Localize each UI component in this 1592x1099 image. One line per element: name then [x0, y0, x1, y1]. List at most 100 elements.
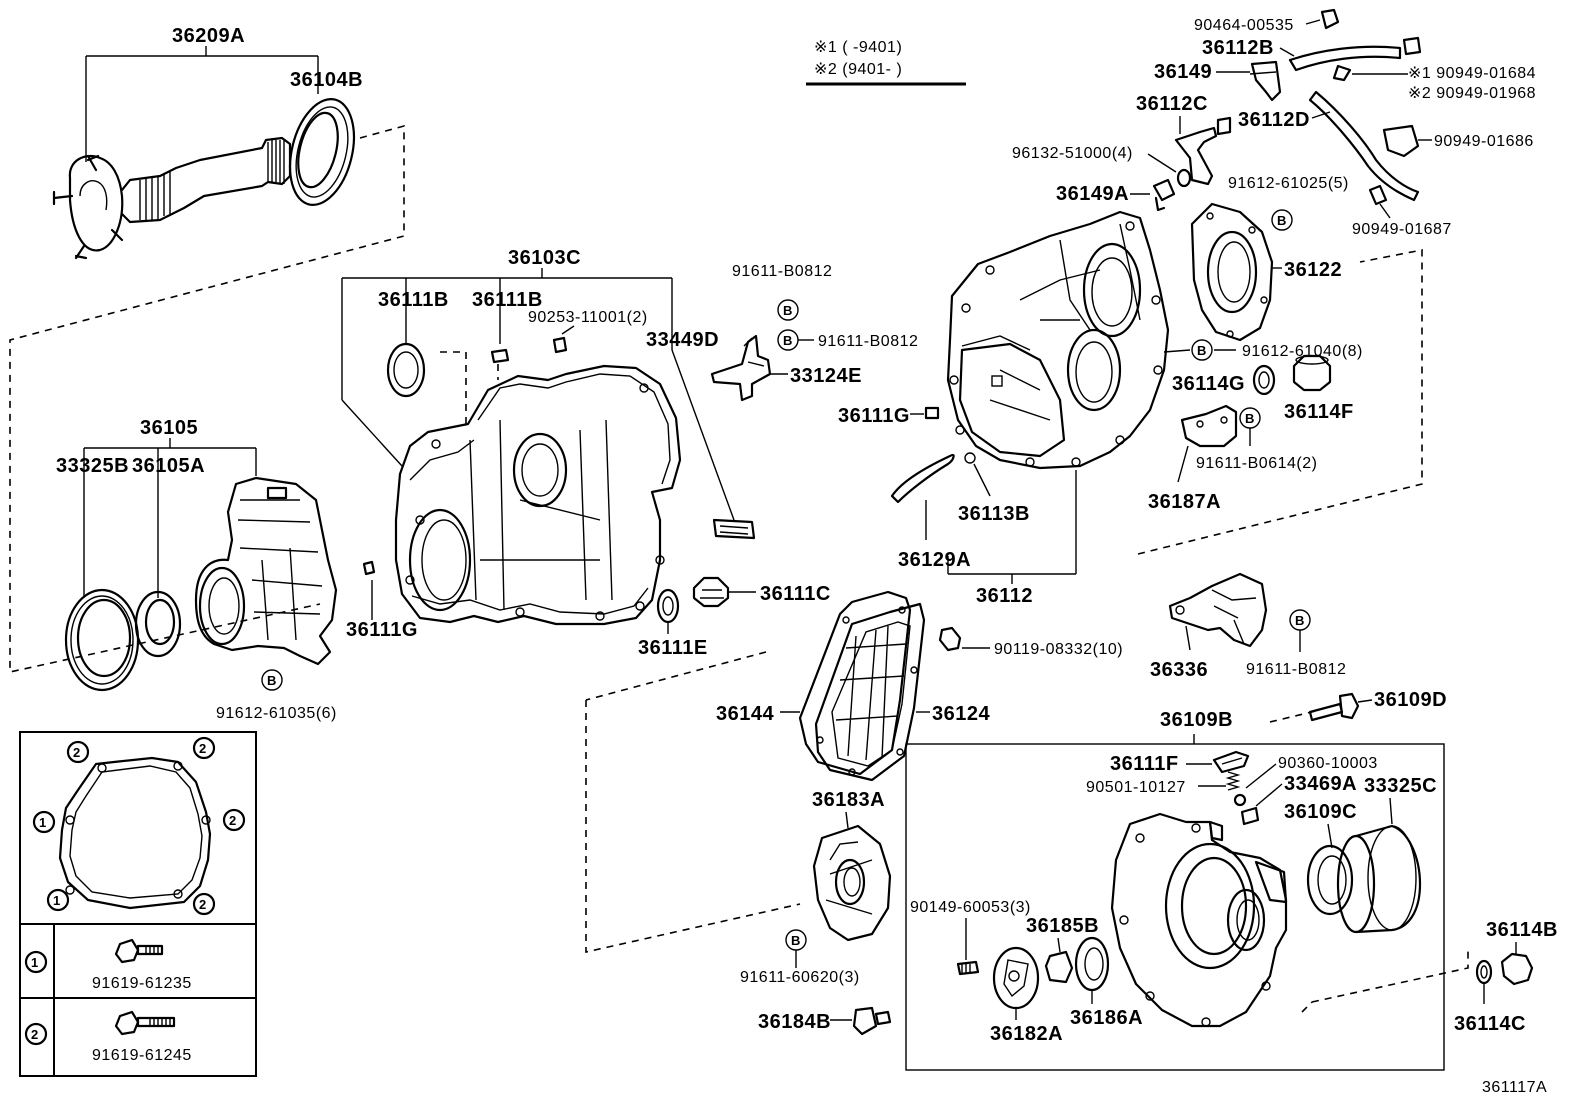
rear-case-group: 36113B 36129A 36112: [890, 210, 1170, 607]
label-36114C: 36114C: [1454, 1013, 1526, 1035]
rear-case-36112: [946, 210, 1170, 470]
label-91611-B0614: 91611-B0614(2): [1196, 455, 1317, 472]
rear-housing-36109B: [1110, 812, 1288, 1028]
bearing-36109C: [1306, 844, 1354, 916]
label-36209A: 36209A: [172, 25, 245, 47]
svg-text:2: 2: [31, 1027, 38, 1042]
label-90253-11001: 90253-11001(2): [528, 309, 648, 326]
bracket-36336: [1168, 572, 1268, 648]
label-36105A: 36105A: [132, 455, 205, 477]
legend-circle-markers: 2 2 1 2 1 2 1 2: [24, 736, 246, 1046]
label-36112D: 36112D: [1238, 109, 1310, 131]
label-36109B: 36109B: [1160, 709, 1233, 731]
breather-group: 90464-00535 36112B 36149 ※1 90949-01684 …: [1012, 8, 1536, 238]
figure-code: 361117A: [1482, 1079, 1547, 1096]
svg-text:B: B: [1277, 213, 1286, 228]
label-36114G: 36114G: [1172, 373, 1245, 395]
label-36111G-a: 36111G: [838, 405, 910, 427]
hose-36112D: [1308, 90, 1420, 202]
oil-pan-group: 90119-08332(10) 36144 36124: [716, 590, 1123, 782]
svg-text:B: B: [267, 673, 276, 688]
breather-hose-36112B: [1288, 45, 1402, 72]
bolt-91619-61235: [114, 938, 140, 964]
label-33325C: 33325C: [1364, 775, 1437, 797]
label-36129A: 36129A: [898, 549, 971, 571]
label-90949-01684: ※1 90949-01684: [1408, 65, 1536, 82]
plate-33449D: [712, 518, 756, 540]
label-91619-61235: 91619-61235: [92, 975, 192, 992]
label-36103C: 36103C: [508, 247, 581, 269]
label-36124: 36124: [932, 703, 990, 725]
oil-pump-cover-group: 36183A B 91611-60620(3) 36184B: [740, 789, 892, 1036]
rotor-36182A: [992, 946, 1040, 1010]
label-36111B-2: 36111B: [472, 289, 543, 311]
label-36144: 36144: [716, 703, 774, 725]
tube-36129A: [890, 453, 955, 504]
tube-36112C: [1174, 126, 1218, 186]
output-flange: [68, 154, 124, 252]
label-36114F: 36114F: [1284, 401, 1354, 423]
label-36149: 36149: [1154, 61, 1212, 83]
plug-36111F: [1212, 750, 1250, 774]
label-36187A: 36187A: [1148, 491, 1221, 513]
label-36111E: 36111E: [638, 637, 708, 659]
bracket-36336-group: 36336 B 91611-B0812: [1150, 572, 1346, 681]
label-90464-00535: 90464-00535: [1194, 17, 1294, 34]
gasket-outline: [58, 756, 212, 910]
label-36105: 36105: [140, 417, 198, 439]
plug-36114F: [1292, 354, 1332, 392]
label-36111G-b: 36111G: [346, 619, 418, 641]
rear-housing-group: 36109B 36109D 36111F 90501-10127 90360-1…: [905, 689, 1447, 1071]
front-case-36103C: [394, 364, 682, 626]
output-shaft: [120, 136, 292, 224]
svg-text:B: B: [791, 933, 800, 948]
label-90501-10127: 90501-10127: [1086, 779, 1186, 796]
plug-36114B: [1500, 952, 1534, 986]
extension-housing-group: 36105 33325B 36105A 36111G B 91612-61035…: [56, 417, 418, 722]
svg-text:2: 2: [73, 745, 80, 760]
plug-36114-group: 36114B 36114C: [1454, 919, 1558, 1035]
svg-text:1: 1: [31, 955, 38, 970]
rotor-36185B: [1044, 950, 1074, 984]
extension-housing-36105: [194, 476, 338, 666]
svg-text:B: B: [1295, 613, 1304, 628]
label-36111B-1: 36111B: [378, 289, 449, 311]
label-91619-61245: 91619-61245: [92, 1047, 192, 1064]
note-1: ※1 ( -9401): [814, 39, 902, 56]
label-90360-10003: 90360-10003: [1278, 755, 1378, 772]
label-36149A: 36149A: [1056, 183, 1129, 205]
shift-fork-group: 91611-B0812 B B 91611-B0812 33124E 36111…: [710, 263, 940, 427]
label-36109D: 36109D: [1374, 689, 1447, 711]
label-36112B: 36112B: [1202, 37, 1274, 59]
rear-cover-group: 36122 B 91612-61040(8) 36114G 36114F 361…: [1148, 202, 1363, 513]
label-33124E: 33124E: [790, 365, 862, 387]
svg-text:B: B: [1197, 343, 1206, 358]
svg-text:1: 1: [39, 815, 46, 830]
label-91612-61025: 91612-61025(5): [1228, 175, 1349, 192]
label-36114B: 36114B: [1486, 919, 1558, 941]
note-2: ※2 (9401- ): [814, 61, 902, 78]
label-91611-B0812-c: 91611-B0812: [1246, 661, 1346, 678]
cover-36124: [814, 602, 926, 782]
label-36104B: 36104B: [290, 69, 363, 91]
front-case-group: 36103C 36111B 36111B 90253-11001(2) 3344…: [341, 247, 756, 626]
series-notes: ※1 ( -9401) ※2 (9401- ): [806, 39, 966, 86]
seal-36104B: [288, 98, 356, 206]
svg-text:2: 2: [199, 897, 206, 912]
label-91612-61040: 91612-61040(8): [1242, 343, 1363, 360]
label-90149-60053: 90149-60053(3): [910, 899, 1031, 916]
bracket-36187A: [1180, 404, 1238, 448]
label-33449D: 33449D: [646, 329, 719, 351]
svg-text:B: B: [783, 333, 792, 348]
output-shaft-group: 36209A 36104B: [52, 25, 363, 260]
label-96132-51000: 96132-51000(4): [1012, 145, 1133, 162]
label-36186A: 36186A: [1070, 1007, 1143, 1029]
label-36113B: 36113B: [958, 503, 1030, 525]
label-36336: 36336: [1150, 659, 1208, 681]
shift-fork-33124E: [710, 334, 772, 402]
label-91612-61035: 91612-61035(6): [216, 705, 337, 722]
label-36185B: 36185B: [1026, 915, 1099, 937]
seal-33325C: [1354, 824, 1422, 934]
label-90949-01968: ※2 90949-01968: [1408, 85, 1536, 102]
